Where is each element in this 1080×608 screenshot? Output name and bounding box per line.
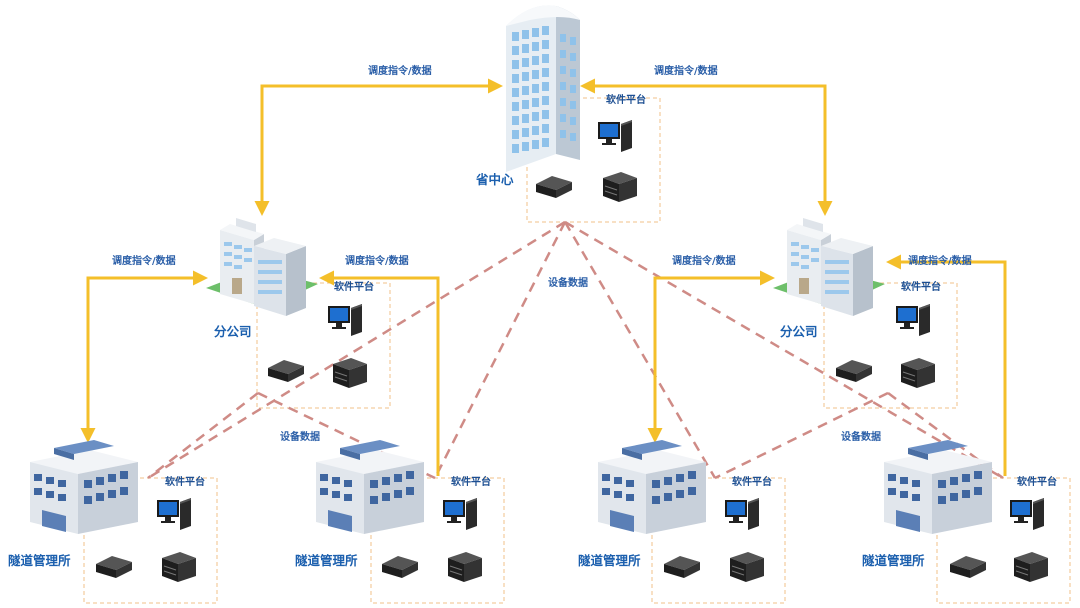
monitor-icon — [896, 304, 930, 336]
storage-server-icon — [729, 551, 765, 583]
server-icon — [96, 556, 132, 578]
tunnel-building-icon-2 — [316, 440, 424, 534]
monitor-icon — [328, 304, 362, 336]
server-icon — [664, 556, 700, 578]
cmd-label-top-left: 调度指令/数据 — [368, 64, 432, 77]
cmd-label-mid-1: 调度指令/数据 — [112, 254, 176, 267]
cmd-label-mid-4: 调度指令/数据 — [908, 254, 972, 267]
tunnel-building-icon-1 — [30, 440, 138, 534]
cmd-line-branch-right-tunnel4 — [886, 254, 1007, 476]
software-box-branch-right — [823, 282, 958, 409]
server-icon — [836, 360, 872, 382]
command-lines — [80, 78, 1007, 476]
device-label-right: 设备数据 — [841, 430, 881, 443]
cmd-line-branch-left-tunnel1 — [80, 270, 208, 443]
cmd-line-branch-left-tunnel2 — [319, 270, 440, 476]
software-label-branch-right: 软件平台 — [901, 280, 941, 293]
storage-server-icon — [332, 357, 368, 389]
cmd-line-province-branch-right — [580, 78, 833, 216]
server-icon — [268, 360, 304, 382]
monitor-icon — [157, 498, 191, 530]
storage-server-icon — [1013, 551, 1049, 583]
branch-building-icon-right — [773, 218, 885, 316]
storage-server-icon — [900, 357, 936, 389]
software-label-province: 软件平台 — [606, 93, 646, 106]
cmd-label-mid-3: 调度指令/数据 — [672, 254, 736, 267]
software-box-tunnel-4 — [936, 477, 1071, 604]
software-box-tunnel-2 — [370, 477, 505, 604]
branch-label-left: 分公司 — [214, 324, 252, 339]
device-line-province-tunnel2 — [433, 221, 567, 479]
province-center-label: 省中心 — [475, 172, 514, 187]
software-label-branch-left: 软件平台 — [334, 280, 374, 293]
storage-server-icon — [161, 551, 197, 583]
software-box-tunnel-1 — [83, 477, 218, 604]
branch-label-right: 分公司 — [780, 324, 818, 339]
server-icon — [950, 556, 986, 578]
software-box-tunnel-3 — [651, 477, 786, 604]
monitor-icon — [598, 120, 632, 152]
monitor-icon — [725, 498, 759, 530]
tunnel-label-1: 隧道管理所 — [8, 553, 71, 568]
cmd-label-top-right: 调度指令/数据 — [654, 64, 718, 77]
storage-server-icon — [602, 171, 638, 203]
software-label-tunnel-4: 软件平台 — [1017, 475, 1057, 488]
tunnel-building-icon-3 — [598, 440, 706, 534]
province-building-icon — [506, 5, 580, 172]
branch-building-icon-left — [206, 218, 318, 316]
monitor-icon — [1010, 498, 1044, 530]
server-icon — [382, 556, 418, 578]
software-label-tunnel-1: 软件平台 — [165, 475, 205, 488]
tunnel-label-2: 隧道管理所 — [295, 553, 358, 568]
monitor-icon — [443, 498, 477, 530]
storage-server-icon — [447, 551, 483, 583]
device-line-branch-left-tunnel1 — [147, 392, 259, 479]
software-label-tunnel-3: 软件平台 — [732, 475, 772, 488]
device-label-center: 设备数据 — [548, 276, 588, 289]
cmd-label-mid-2: 调度指令/数据 — [345, 254, 409, 267]
device-line-province-tunnel1 — [147, 220, 566, 480]
cmd-line-province-branch-left — [254, 78, 503, 216]
cmd-line-branch-right-tunnel3 — [647, 270, 775, 443]
device-label-left: 设备数据 — [280, 430, 320, 443]
tunnel-label-3: 隧道管理所 — [578, 553, 641, 568]
server-icon — [536, 176, 572, 198]
tunnel-label-4: 隧道管理所 — [862, 553, 925, 568]
device-line-branch-right-tunnel3 — [714, 391, 889, 480]
tunnel-building-icon-4 — [884, 440, 992, 534]
software-label-tunnel-2: 软件平台 — [451, 475, 491, 488]
